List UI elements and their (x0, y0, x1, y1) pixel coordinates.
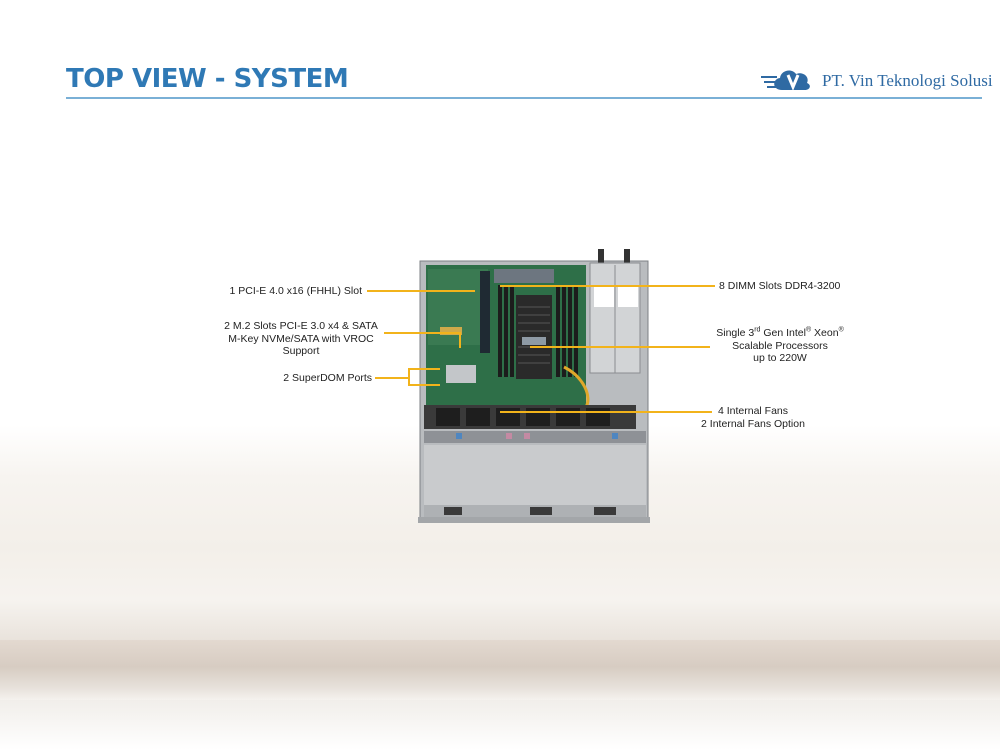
company-logo: PT. Vin Teknologi Solusi (760, 64, 993, 96)
leader-m2 (384, 332, 460, 334)
leader-m2-up (459, 332, 461, 348)
callout-pcie-slot-text: 1 PCI-E 4.0 x16 (FHHL) Slot (229, 285, 362, 297)
leader-cpu (530, 346, 710, 348)
company-name: PT. Vin Teknologi Solusi (822, 71, 993, 90)
callout-cpu-line1: Single 3rd Gen Intel® Xeon® (716, 326, 844, 340)
leader-superdom-bottom (408, 384, 440, 386)
background-shelf-shadow (0, 700, 1000, 750)
leader-dimm (500, 285, 715, 287)
background-shelf-edge (0, 640, 1000, 700)
leader-superdom-left (408, 368, 410, 385)
callout-dimm-text: 8 DIMM Slots DDR4-3200 (719, 280, 841, 292)
callout-m2-line1: 2 M.2 Slots PCI-E 3.0 x4 & SATA (224, 320, 378, 332)
callout-pcie-slot: 1 PCI-E 4.0 x16 (FHHL) Slot (190, 285, 362, 298)
leader-pcie (367, 290, 475, 292)
callout-m2-line3: Support (282, 345, 320, 357)
callout-dimm: 8 DIMM Slots DDR4-3200 (719, 280, 840, 293)
callout-m2-line2: M-Key NVMe/SATA with VROC (228, 332, 374, 345)
callout-fans-line2: 2 Internal Fans Option (701, 417, 805, 430)
callout-cpu: Single 3rd Gen Intel® Xeon® Scalable Pro… (700, 327, 860, 365)
server-top-view-image (414, 247, 656, 537)
callout-superdom-text: 2 SuperDOM Ports (283, 372, 372, 384)
callout-superdom: 2 SuperDOM Ports (230, 372, 372, 385)
callout-m2-slots: 2 M.2 Slots PCI-E 3.0 x4 & SATA M-Key NV… (205, 320, 397, 358)
cloud-v-logo-icon (761, 70, 810, 91)
leader-superdom-top (408, 368, 440, 370)
page-title: TOP VIEW - SYSTEM (66, 64, 349, 94)
callout-cpu-line2: Scalable Processors (732, 339, 828, 352)
callout-cpu-line3: up to 220W (753, 352, 807, 364)
leader-superdom-stem (375, 377, 409, 379)
leader-fans (500, 411, 712, 413)
title-underline (66, 97, 982, 99)
background-shelf-band (0, 600, 1000, 640)
callout-fans: 4 Internal Fans 2 Internal Fans Option (680, 405, 826, 430)
callout-fans-line1: 4 Internal Fans (717, 405, 789, 417)
